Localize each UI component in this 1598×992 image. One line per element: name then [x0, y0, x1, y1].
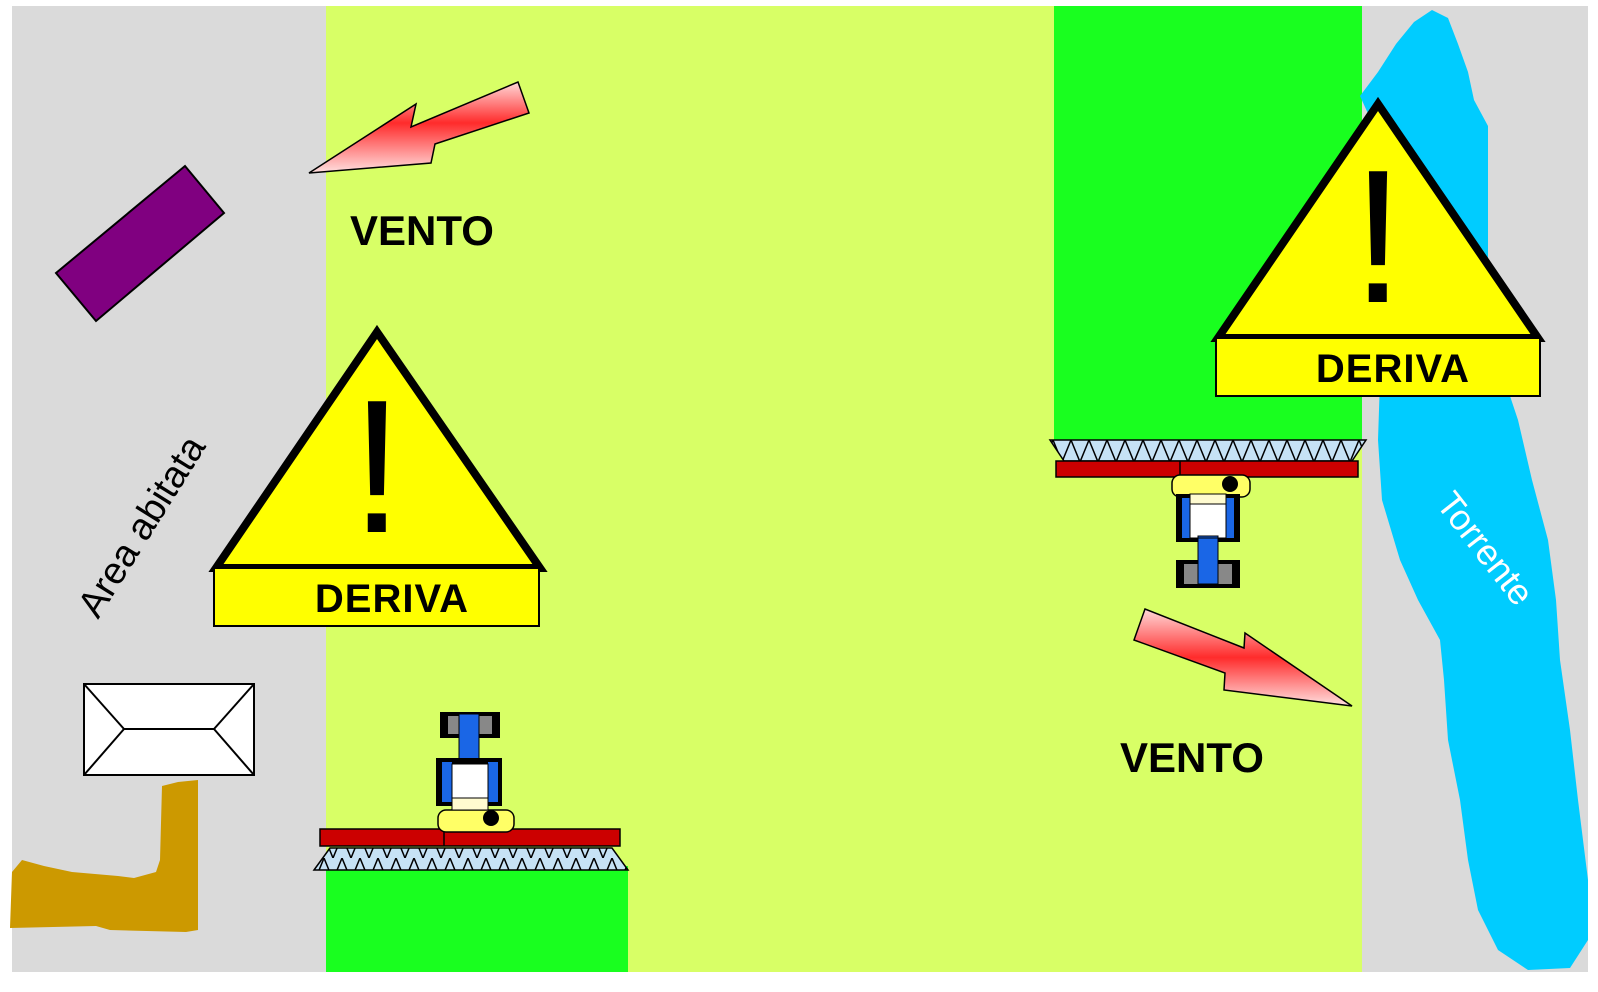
- wind-label-bottom: VENTO: [1120, 734, 1264, 781]
- sprayer-left: [312, 712, 630, 871]
- sprayer-right: [1048, 439, 1368, 588]
- wind-label-top: VENTO: [350, 207, 494, 254]
- drift-label-right: DERIVA: [1316, 347, 1470, 391]
- exclamation-mark-right: !: [1352, 131, 1405, 343]
- house: [83, 683, 255, 776]
- treated-strip-left: [326, 866, 628, 972]
- warning-sign-right: ! DERIVA: [1210, 96, 1546, 397]
- warning-sign-left: ! DERIVA: [208, 324, 548, 627]
- exclamation-mark-left: !: [351, 361, 404, 573]
- drift-label-left: DERIVA: [315, 577, 469, 621]
- road: [10, 780, 198, 932]
- wind-arrow-bottom: [1133, 608, 1353, 707]
- building-purple: [54, 164, 226, 323]
- wind-arrow-top: [308, 81, 530, 174]
